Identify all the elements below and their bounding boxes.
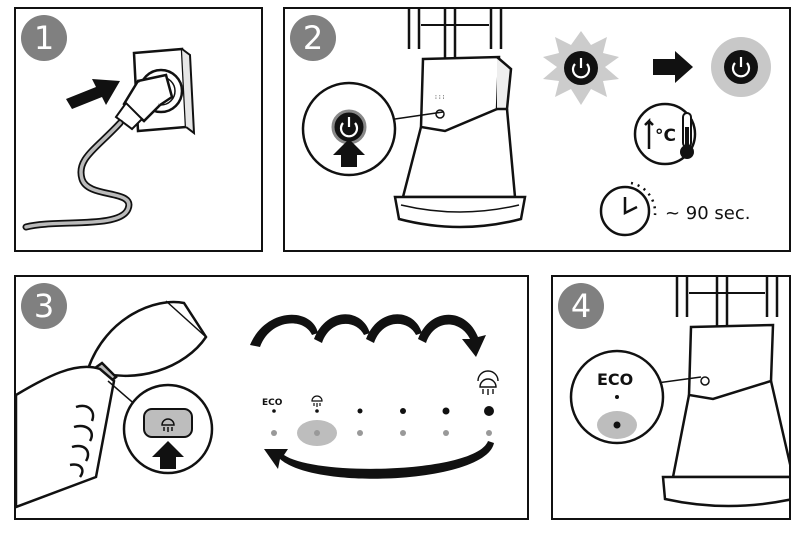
plug-illustration: [22, 47, 196, 231]
steamer-stand: [393, 9, 527, 229]
mode-select-illustration: ECO: [16, 300, 499, 509]
steam-mode-icon-small: [311, 395, 323, 407]
hand-illustration: [16, 365, 116, 509]
step-number-badge: 1: [21, 15, 67, 61]
insert-arrow-icon: [66, 79, 120, 109]
thermometer-icon: [633, 102, 697, 166]
mode-indicator-dots: [272, 406, 494, 416]
eco-mode-label: ECO: [262, 398, 283, 408]
press-arrow-icon: [333, 139, 365, 167]
steam-mode-button: [143, 408, 193, 438]
svg-text:⁝ ⁝ ⁝: ⁝ ⁝ ⁝: [435, 94, 445, 101]
cycle-return-arrow-icon: [264, 441, 494, 479]
max-steam-icon: [477, 370, 499, 395]
blinking-power-icon: [543, 31, 619, 105]
power-cable: [22, 119, 133, 231]
step-number-badge: 3: [21, 283, 67, 329]
plug-icon: [114, 73, 174, 131]
step-2-panel: 2 ⁝ ⁝ ⁝: [283, 7, 791, 252]
press-arrow-icon: [152, 441, 184, 469]
step-number-badge: 2: [290, 15, 336, 61]
eco-mode-illustration: ECO: [569, 277, 789, 508]
eco-mode-label: ECO: [597, 370, 633, 389]
step-4-panel: 4 ECO: [551, 275, 791, 520]
transition-arrow-icon: [653, 51, 693, 83]
power-button-icon: [331, 109, 367, 145]
cycle-forward-arrow-icon: [250, 314, 486, 357]
steam-icon: [161, 418, 175, 432]
step-number-badge: 4: [558, 283, 604, 329]
timer-icon: [599, 181, 657, 237]
steady-power-icon: [711, 37, 771, 97]
steamer-stand: [661, 277, 789, 508]
temperature-unit-label: °C: [655, 126, 676, 146]
eco-indicator-light: [700, 376, 710, 386]
heating-time-label: ~ 90 sec.: [665, 203, 751, 224]
power-button-indicator: [435, 109, 445, 119]
step-1-panel: 1: [14, 7, 263, 252]
mode-led-row: [271, 430, 492, 436]
step-3-panel: 3 ECO: [14, 275, 529, 520]
power-on-illustration: ⁝ ⁝ ⁝: [301, 9, 771, 237]
